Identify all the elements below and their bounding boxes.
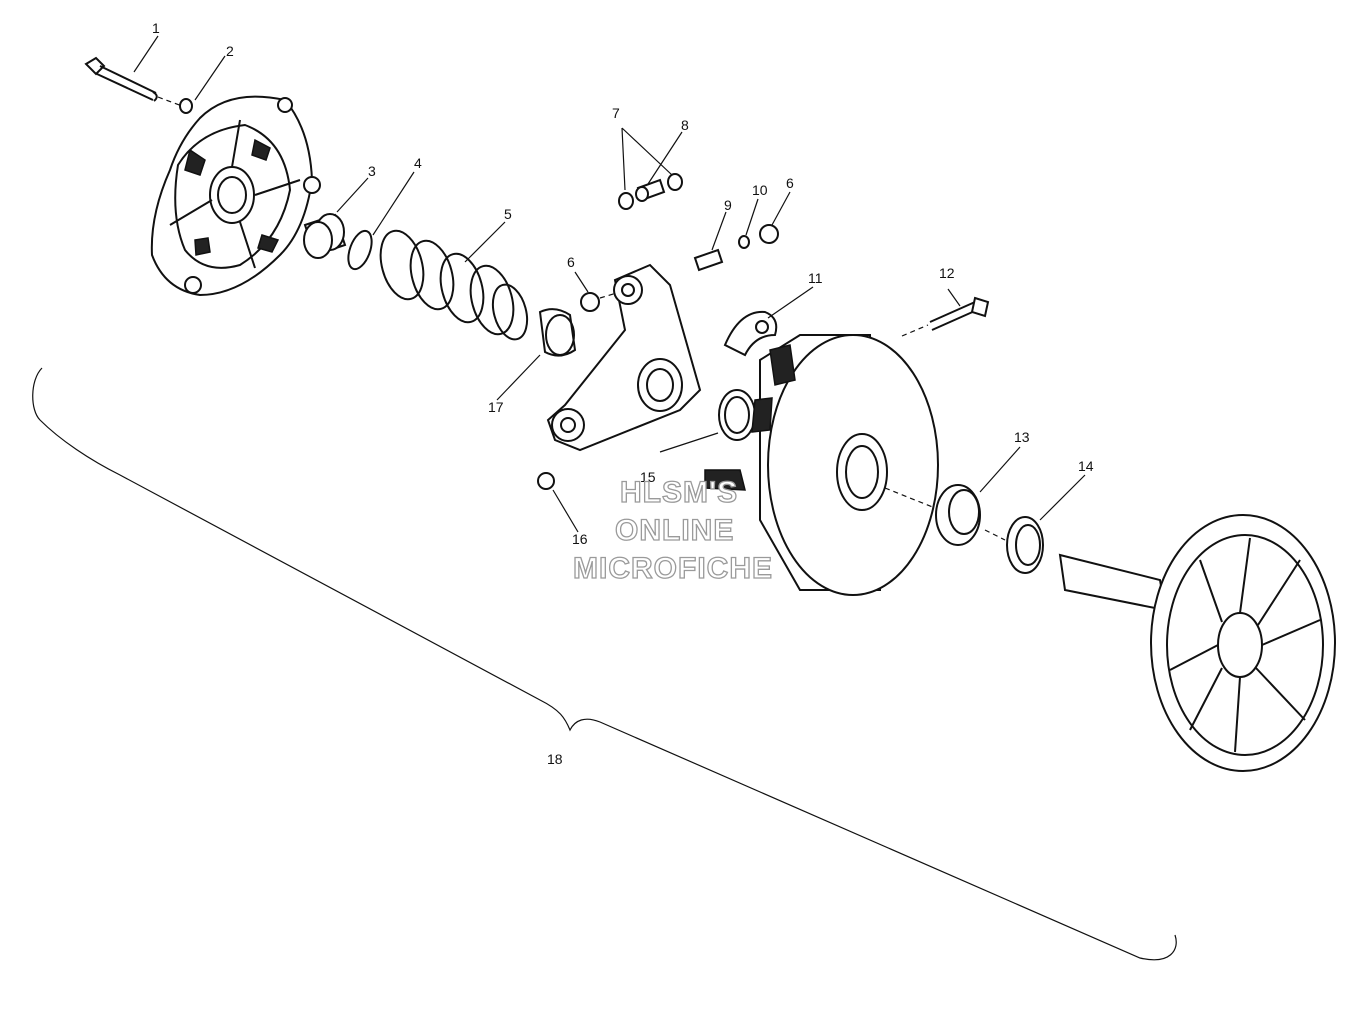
part-3-bushing	[303, 213, 347, 259]
part-14-ring	[1006, 516, 1044, 574]
part-spider-arm	[546, 263, 702, 452]
watermark-line-2: ONLINE	[615, 514, 734, 547]
assembly-bracket	[32, 367, 1177, 961]
callout-18: 18	[547, 751, 563, 767]
callout-5: 5	[504, 206, 512, 222]
part-6-roller-right	[759, 224, 779, 244]
part-1-bolt	[84, 56, 158, 102]
part-cover-plate	[150, 95, 321, 297]
callout-11: 11	[808, 270, 823, 286]
part-13-bushing	[935, 484, 981, 546]
watermark: HLSM'S ONLINE MICROFICHE	[572, 475, 773, 585]
part-7-washer-b	[667, 173, 683, 191]
callout-17: 17	[488, 399, 504, 415]
callout-15: 15	[640, 469, 656, 485]
part-movable-sheave	[704, 334, 939, 596]
callout-14: 14	[1078, 458, 1094, 474]
callout-7: 7	[612, 105, 620, 121]
leader-lines	[133, 35, 1086, 533]
callout-16: 16	[572, 531, 588, 547]
callout-labels: 1 2 3 4 5 6 6 7 8 9 10 11 12 13 14 15 16…	[152, 20, 1094, 767]
part-10-washer	[738, 235, 750, 249]
callout-2: 2	[226, 43, 234, 59]
callout-8: 8	[681, 117, 689, 133]
part-8-pin	[635, 178, 666, 202]
part-17-cup	[538, 308, 577, 357]
callout-1: 1	[152, 20, 160, 36]
part-4-snap-ring	[347, 229, 373, 271]
part-5-spring	[379, 229, 529, 341]
callout-3: 3	[368, 163, 376, 179]
part-12-bolt	[929, 296, 990, 331]
watermark-line-3: MICROFICHE	[573, 552, 773, 585]
watermark-line-1: HLSM'S	[620, 476, 738, 509]
callout-9: 9	[724, 197, 732, 213]
part-11-weight	[723, 310, 778, 357]
part-16-nut	[537, 472, 555, 490]
part-fixed-sheave	[1058, 514, 1336, 772]
part-6-roller-left	[580, 292, 600, 312]
callout-12: 12	[939, 265, 955, 281]
callout-13: 13	[1014, 429, 1030, 445]
part-7-washer-a	[618, 192, 634, 210]
callout-10: 10	[752, 182, 768, 198]
part-9-pin	[693, 248, 724, 272]
callout-6-left: 6	[567, 254, 575, 270]
callout-6-right: 6	[786, 175, 794, 191]
callout-4: 4	[414, 155, 422, 171]
part-2-washer	[179, 98, 193, 114]
